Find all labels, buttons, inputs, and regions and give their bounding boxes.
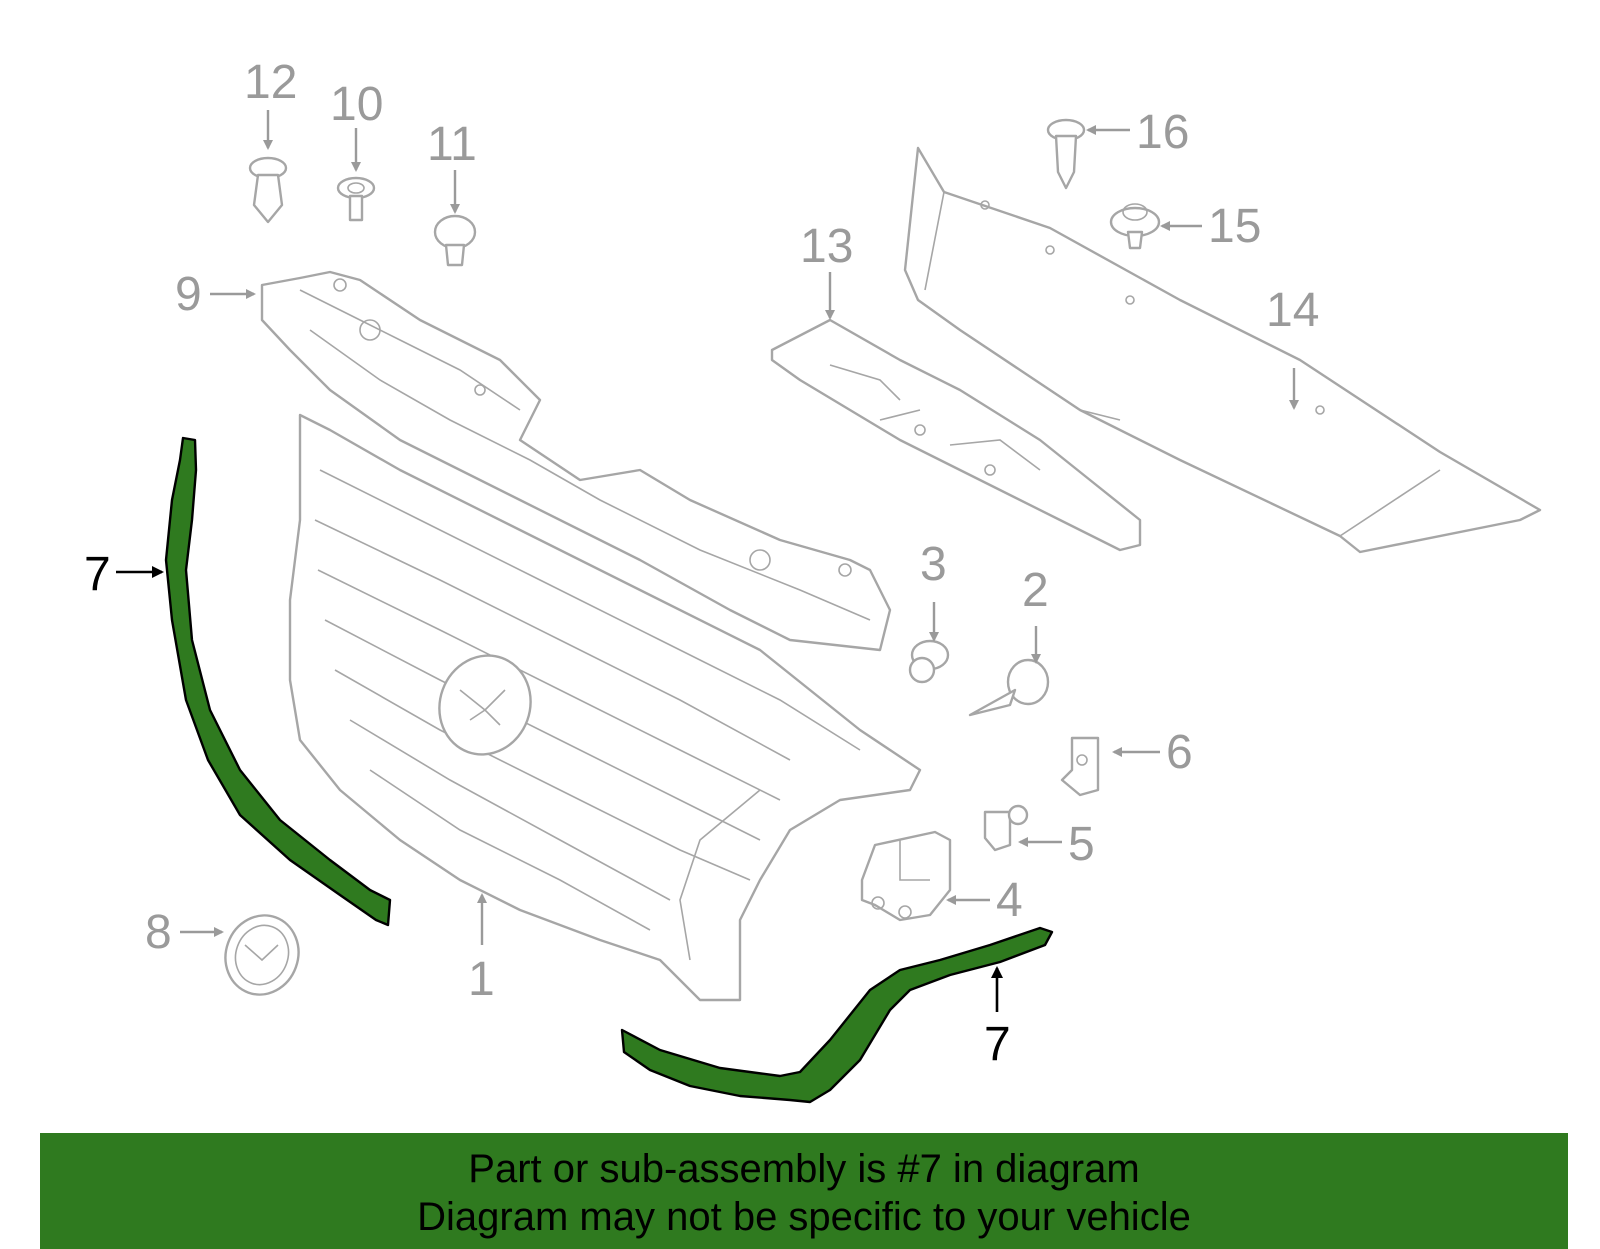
part-12-clip — [248, 156, 288, 224]
part-10-clip — [336, 176, 376, 222]
label-13: 13 — [800, 220, 853, 273]
label-8: 8 — [145, 906, 172, 959]
part-7-lower-molding — [620, 926, 1054, 1104]
label-11: 11 — [427, 118, 477, 171]
leader-arrows — [116, 110, 1299, 1012]
label-1: 1 — [468, 953, 495, 1006]
banner-line-2: Diagram may not be specific to your vehi… — [417, 1195, 1191, 1239]
part-4-bracket — [860, 830, 952, 922]
label-2: 2 — [1022, 564, 1049, 617]
part-8-emblem — [224, 914, 300, 996]
part-3-clip — [908, 639, 950, 684]
info-banner: Part or sub-assembly is #7 in diagram Di… — [40, 1133, 1568, 1249]
label-4: 4 — [996, 874, 1023, 927]
label-10: 10 — [330, 78, 383, 131]
label-7-left: 7 — [84, 548, 111, 601]
part-14-air-guide — [903, 146, 1542, 554]
label-3: 3 — [920, 538, 947, 591]
part-7-left-molding — [164, 436, 392, 927]
part-9-upper-support — [260, 270, 892, 652]
part-16-clip — [1046, 118, 1086, 190]
part-2-screw — [968, 658, 1050, 717]
part-6-clip — [1060, 736, 1100, 797]
label-6: 6 — [1166, 726, 1193, 779]
label-15: 15 — [1208, 200, 1261, 253]
label-9: 9 — [175, 268, 202, 321]
banner-line-1: Part or sub-assembly is #7 in diagram — [468, 1147, 1140, 1191]
label-16: 16 — [1136, 106, 1189, 159]
part-1-grille — [288, 413, 922, 1002]
part-13-bracket — [770, 318, 1142, 552]
label-14: 14 — [1266, 284, 1319, 337]
label-5: 5 — [1068, 818, 1095, 871]
part-15-clip — [1109, 203, 1161, 250]
label-12: 12 — [244, 56, 297, 109]
label-7-lower: 7 — [984, 1018, 1011, 1071]
part-5-clip — [983, 804, 1029, 852]
part-11-clip — [433, 214, 477, 267]
